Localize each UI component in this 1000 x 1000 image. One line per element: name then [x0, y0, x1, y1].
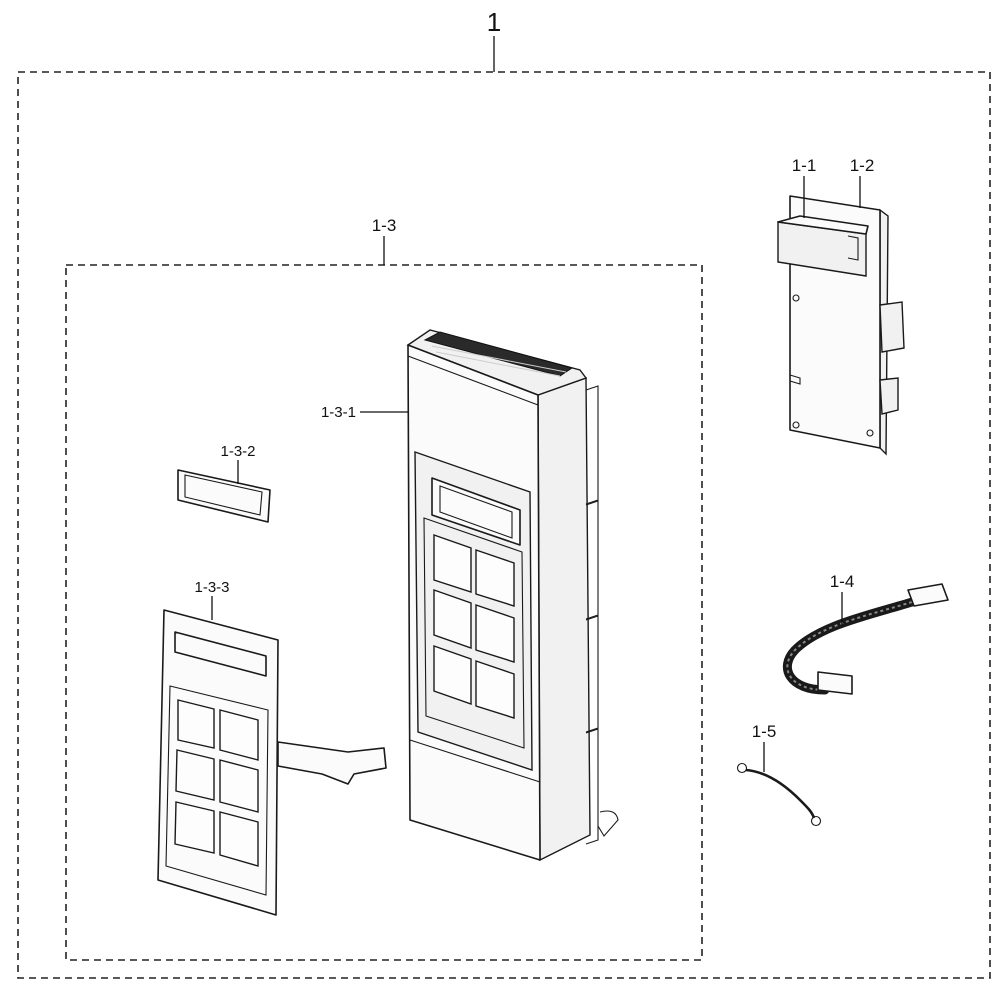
panel-rib — [585, 615, 599, 733]
key-frame — [423, 517, 525, 749]
key — [433, 645, 472, 705]
part-1-3-3-label: 1-3-3 — [194, 579, 229, 596]
panel-side — [537, 377, 591, 862]
panel-rib — [585, 728, 599, 845]
part-1-1-component — [777, 215, 869, 277]
top-vent — [423, 331, 574, 377]
harness-stripe — [786, 601, 913, 691]
key — [475, 549, 515, 607]
vent-slot — [435, 351, 561, 377]
membrane-key-frame — [165, 685, 269, 896]
display-window-inner — [439, 485, 513, 539]
harness-connector — [907, 583, 949, 607]
key — [475, 604, 515, 663]
harness-connector — [817, 671, 853, 695]
key — [475, 660, 515, 719]
membrane-key — [174, 801, 215, 854]
membrane-window — [174, 631, 267, 677]
ground-wire — [745, 768, 816, 819]
small-window-inner — [184, 474, 263, 516]
part-1-4-wire-harness — [782, 583, 949, 695]
panel-hook — [597, 810, 619, 837]
part-1-3-2-label: 1-3-2 — [220, 443, 255, 460]
ring-terminal — [736, 762, 748, 774]
pcb-hole — [792, 421, 800, 429]
part-1-5-label: 1-5 — [752, 722, 777, 741]
sub-assembly-1-3-group: 1-3 — [65, 216, 703, 961]
part-1-2-label: 1-2 — [850, 156, 875, 175]
membrane-key — [219, 811, 259, 867]
key — [433, 534, 472, 593]
vent-slot — [431, 345, 567, 373]
assembly-boundary — [17, 71, 991, 979]
membrane-ribbon — [277, 741, 387, 785]
sub-assembly-label: 1-3 — [372, 216, 397, 235]
part-1-3-2-display-window — [177, 469, 271, 523]
membrane-key — [219, 759, 259, 813]
part-1-4-label: 1-4 — [830, 572, 855, 591]
part-1-1-label: 1-1 — [792, 156, 817, 175]
membrane-key — [175, 749, 215, 801]
panel-rib — [585, 385, 599, 505]
part-1-3-3-membrane-keypad — [157, 609, 387, 916]
panel-step — [409, 739, 541, 783]
ring-terminal — [810, 815, 822, 827]
pcb-connector — [879, 301, 905, 353]
part-1-3-1-control-panel — [406, 329, 619, 862]
pcb-notch — [789, 374, 801, 385]
panel-edge — [407, 355, 539, 406]
part-1-5-ground-wire — [736, 762, 822, 827]
part-1-3-1-label: 1-3-1 — [321, 404, 356, 421]
pcb-hole — [792, 294, 800, 302]
component-top — [777, 215, 869, 235]
small-window — [177, 469, 271, 523]
pcb-hole — [866, 429, 874, 437]
membrane-key — [177, 699, 215, 749]
component-slot — [847, 235, 859, 261]
display-window — [431, 477, 521, 546]
assembly-1-group: 1 — [17, 7, 991, 979]
key — [433, 589, 472, 649]
membrane-key — [219, 709, 259, 761]
pcb-connector — [879, 377, 899, 415]
panel-rib — [585, 500, 599, 620]
assembly-label: 1 — [487, 7, 501, 37]
